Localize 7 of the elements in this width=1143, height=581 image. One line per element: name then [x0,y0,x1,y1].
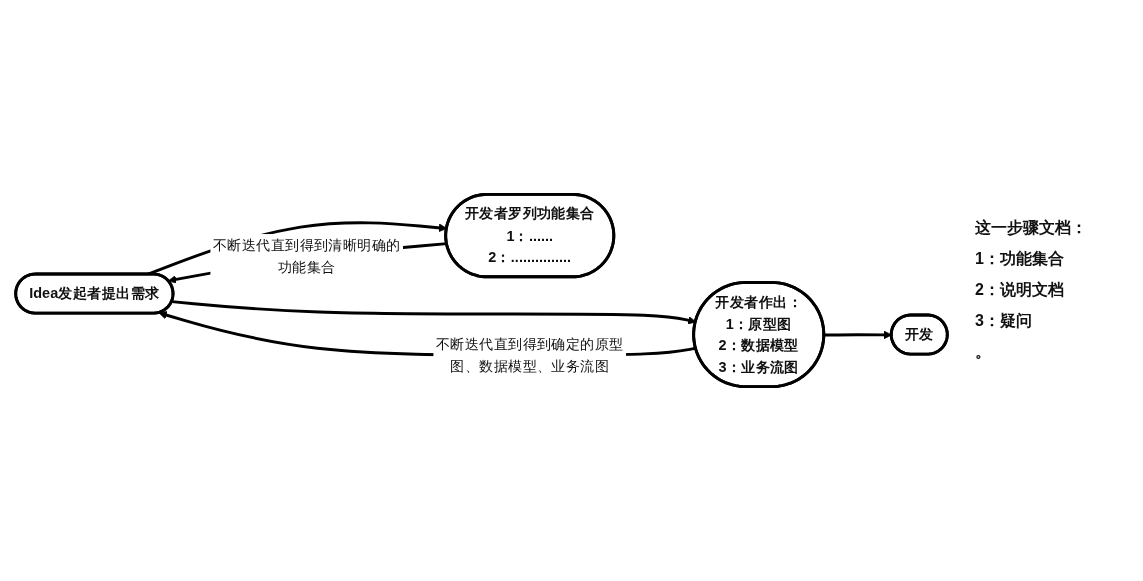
note-text: 。 [975,342,992,362]
edge-label: 不断迭代直到得到清晰明确的功能集合 [212,236,401,275]
note-text: 1：功能集合 [975,249,1065,269]
note-text: 2：说明文档 [975,280,1065,300]
edge-label: 不断迭代直到得到确定的原型图、数据模型、业务流图 [435,335,624,374]
note-text: 3：疑问 [975,311,1033,331]
note-text: 这一步骤文档： [975,218,1088,238]
